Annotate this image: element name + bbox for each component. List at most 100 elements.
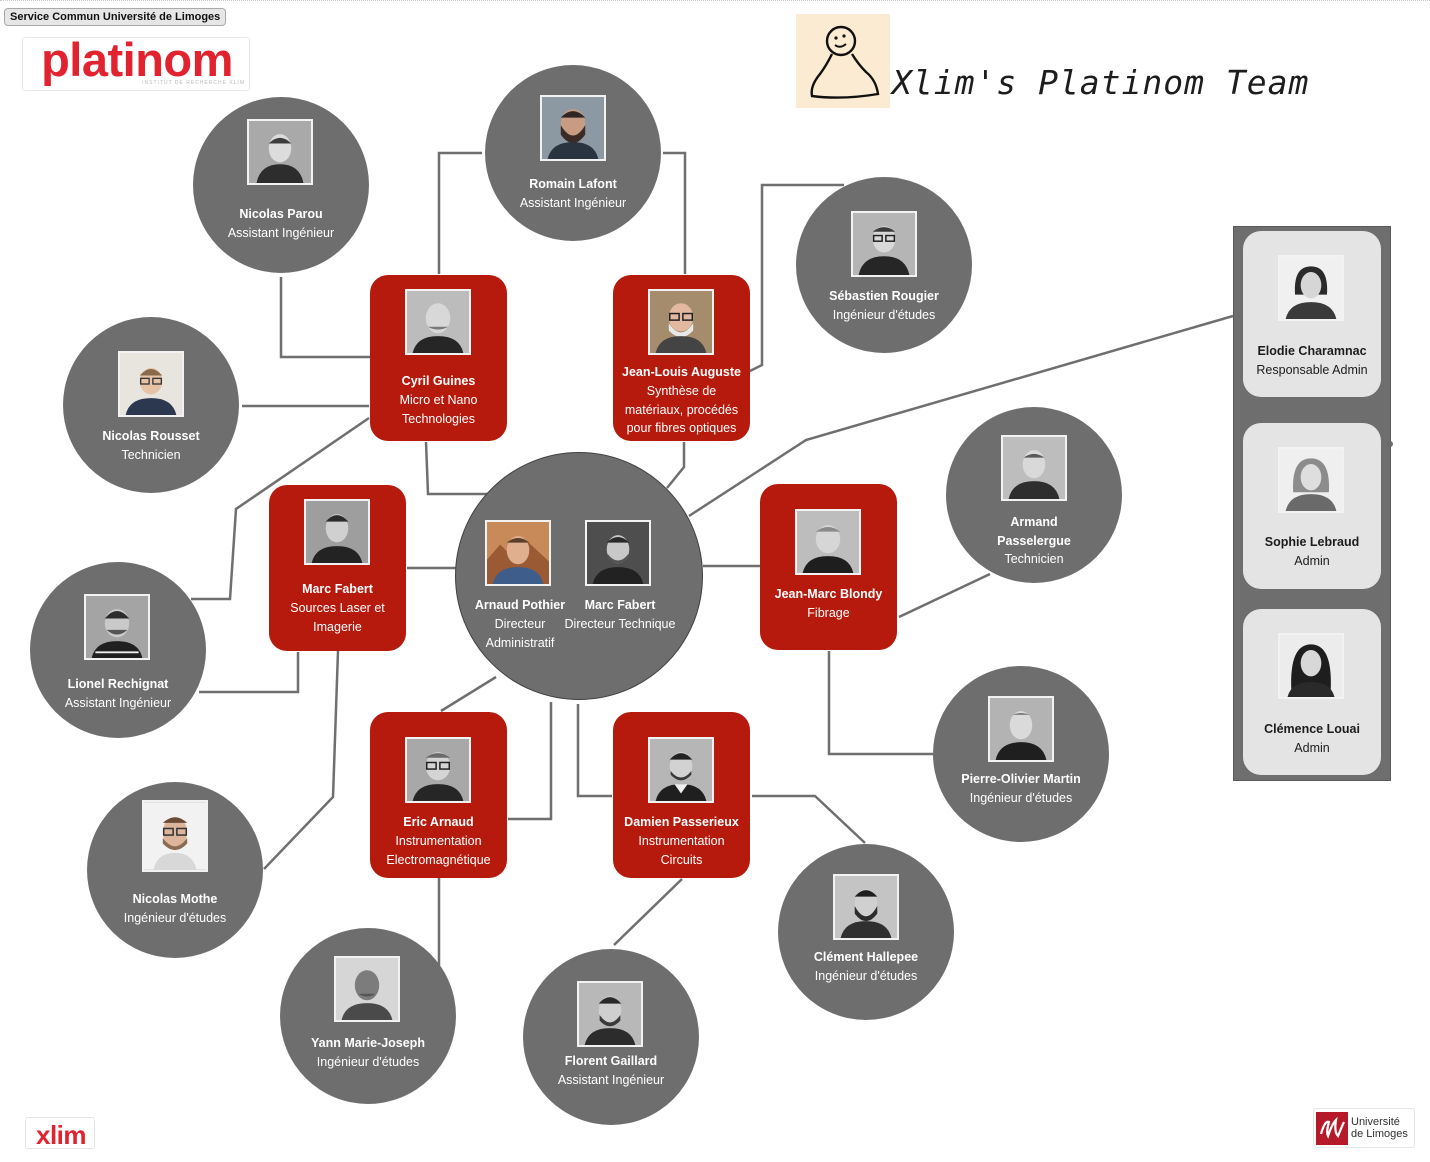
connector-rechignat-fabert xyxy=(199,652,300,694)
member-name: Lionel Rechignat xyxy=(67,677,169,691)
lead-name: Cyril Guines xyxy=(401,374,476,388)
member-role: Assistant Ingénieur xyxy=(519,196,627,210)
lead-role: Sources Laser et Imagerie xyxy=(290,601,385,634)
member-nicolas-parou: Nicolas Parou Assistant Ingénieur xyxy=(193,97,369,273)
member-role: Technicien xyxy=(121,448,181,462)
connector-guines-center xyxy=(424,441,489,496)
lead-name: Marc Fabert xyxy=(302,582,373,596)
connector-passerieux-gaillard xyxy=(613,878,683,946)
university-logo-line2: de Limoges xyxy=(1351,1128,1408,1140)
avatar xyxy=(833,874,899,940)
avatar xyxy=(1278,447,1344,513)
member-pierre-olivier-martin: Pierre-Olivier Martin Ingénieur d'études xyxy=(933,666,1109,842)
member-role: Ingénieur d'études xyxy=(316,1055,420,1069)
source-tag: Service Commun Université de Limoges xyxy=(4,8,227,26)
connector-center-passerieux xyxy=(576,704,612,798)
connector-rechignat-guines xyxy=(191,416,370,601)
member-name: Pierre-Olivier Martin xyxy=(961,772,1081,786)
lead-name: Jean-Louis Auguste xyxy=(622,365,741,379)
avatar xyxy=(405,737,471,803)
connection-handle[interactable] xyxy=(1387,441,1393,447)
admin-role: Admin xyxy=(1294,741,1330,755)
lead-role: Fibrage xyxy=(807,606,850,620)
xlim-logo: xlim xyxy=(25,1117,95,1150)
avatar xyxy=(304,499,370,565)
member-romain-lafont: Romain Lafont Assistant Ingénieur xyxy=(485,65,661,241)
admin-name: Elodie Charamnac xyxy=(1257,344,1367,358)
lead-name: Damien Passerieux xyxy=(624,815,739,829)
admin-role: Admin xyxy=(1294,554,1330,568)
avatar xyxy=(577,981,643,1047)
lead-role: Synthèse de matériaux, procédés pour fib… xyxy=(624,384,739,435)
member-name: Armand Passelergue xyxy=(997,515,1071,548)
member-florent-gaillard: Florent Gaillard Assistant Ingénieur xyxy=(523,949,699,1125)
lead-jean-marc-blondy: Jean-Marc Blondy Fibrage xyxy=(760,484,897,650)
connector-blondy-martin xyxy=(827,651,933,756)
avatar xyxy=(851,211,917,277)
connector-blondy-passelergue xyxy=(898,572,991,619)
member-role: Ingénieur d'études xyxy=(123,911,227,925)
member-role: Ingénieur d'études xyxy=(969,791,1073,805)
university-mark-icon xyxy=(1316,1112,1348,1145)
lead-eric-arnaud: Eric Arnaud Instrumentation Electromagné… xyxy=(370,712,507,878)
avatar xyxy=(648,737,714,803)
platinom-logo: platinom INSTITUT DE RECHERCHE XLIM xyxy=(22,33,250,91)
admin-panel: Elodie Charamnac Responsable Admin Sophi… xyxy=(1233,226,1391,781)
director-role: Directeur Technique xyxy=(564,617,676,631)
director-role: Directeur Administratif xyxy=(485,617,555,650)
lead-role: Micro et Nano Technologies xyxy=(399,393,478,426)
member-name: Nicolas Parou xyxy=(239,207,323,221)
connector-center-admin xyxy=(688,314,1234,518)
member-role: Ingénieur d'études xyxy=(814,969,918,983)
member-role: Assistant Ingénieur xyxy=(227,226,335,240)
avatar xyxy=(247,119,313,185)
lead-cyril-guines: Cyril Guines Micro et Nano Technologies xyxy=(370,275,507,441)
admin-role: Responsable Admin xyxy=(1256,363,1368,377)
admin-card-elodie-charamnac: Elodie Charamnac Responsable Admin xyxy=(1243,231,1381,397)
avatar xyxy=(118,351,184,417)
member-lionel-rechignat: Lionel Rechignat Assistant Ingénieur xyxy=(30,562,206,738)
member-name: Clément Hallepee xyxy=(813,950,919,964)
member-role: Assistant Ingénieur xyxy=(557,1073,665,1087)
platinom-logo-subtitle: INSTITUT DE RECHERCHE XLIM xyxy=(142,80,245,86)
member-name: Yann Marie-Joseph xyxy=(311,1036,425,1050)
avatar xyxy=(1278,633,1344,699)
member-role: Technicien xyxy=(1004,552,1064,566)
lead-damien-passerieux: Damien Passerieux Instrumentation Circui… xyxy=(613,712,750,878)
member-sebastien-rougier: Sébastien Rougier Ingénieur d'études xyxy=(796,177,972,353)
avatar xyxy=(1278,255,1344,321)
lead-jean-louis-auguste: Jean-Louis Auguste Synthèse de matériaux… xyxy=(613,275,750,441)
member-yann-marie-joseph: Yann Marie-Joseph Ingénieur d'études xyxy=(280,928,456,1104)
member-name: Nicolas Mothe xyxy=(132,892,218,906)
avatar xyxy=(84,594,150,660)
admin-card-clemence-louai: Clémence Louai Admin xyxy=(1243,609,1381,775)
page-title: Xlim's Platinom Team xyxy=(892,63,1310,102)
admin-card-sophie-lebraud: Sophie Lebraud Admin xyxy=(1243,423,1381,589)
lead-role: Instrumentation Electromagnétique xyxy=(386,834,491,867)
avatar xyxy=(405,289,471,355)
connector-passerieux-hallepee xyxy=(752,794,866,844)
director-name: Marc Fabert xyxy=(584,598,656,612)
university-logo-line1: Université xyxy=(1351,1116,1400,1128)
member-name: Florent Gaillard xyxy=(564,1054,658,1068)
director-name: Arnaud Pothier xyxy=(474,598,566,612)
lead-name: Jean-Marc Blondy xyxy=(774,587,883,601)
lead-role: Instrumentation Circuits xyxy=(638,834,725,867)
connector-center-arnaud-right xyxy=(508,702,553,821)
pawn-person-icon xyxy=(796,14,890,108)
admin-name: Clémence Louai xyxy=(1264,722,1360,736)
avatar xyxy=(334,956,400,1022)
avatar xyxy=(795,509,861,575)
avatar xyxy=(1001,435,1067,501)
lead-marc-fabert: Marc Fabert Sources Laser et Imagerie xyxy=(269,485,406,651)
avatar xyxy=(988,696,1054,762)
member-armand-passelergue: Armand Passelergue Technicien xyxy=(946,407,1122,583)
connector-lafont-auguste xyxy=(663,151,687,274)
avatar xyxy=(142,800,208,872)
admin-name: Sophie Lebraud xyxy=(1264,535,1360,549)
member-nicolas-rousset: Nicolas Rousset Technicien xyxy=(63,317,239,493)
universite-de-limoges-logo: Université de Limoges xyxy=(1313,1108,1415,1148)
xlim-logo-text: xlim xyxy=(35,1120,87,1150)
